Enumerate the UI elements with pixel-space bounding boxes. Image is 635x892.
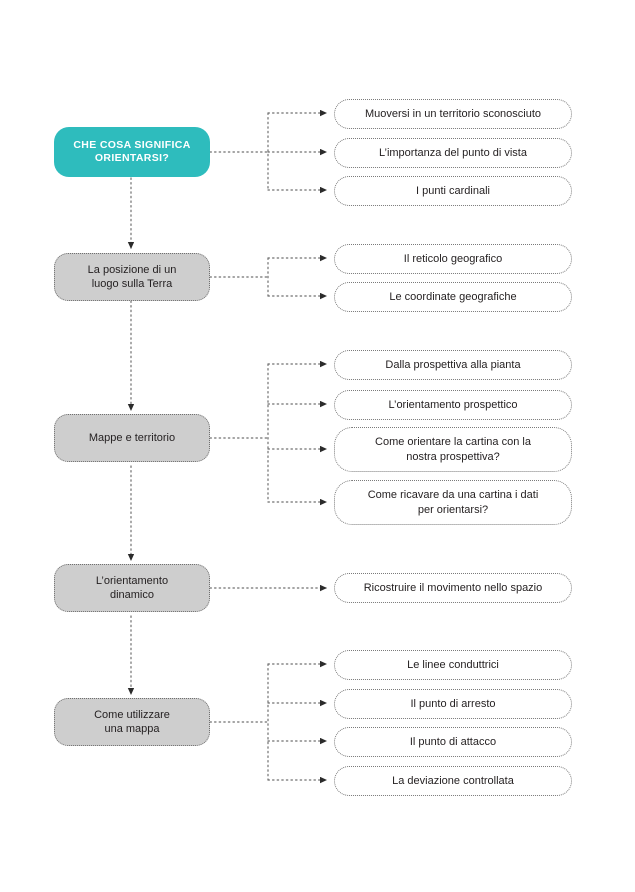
root-node[interactable]: CHE COSA SIGNIFICA ORIENTARSI? [54, 127, 210, 177]
leaf-node-label: La deviazione controllata [392, 774, 514, 787]
leaf-node-label: Come ricavare da una cartina i dati per … [367, 489, 539, 516]
leaf-node-label: L’importanza del punto di vista [379, 146, 527, 159]
leaf-node-label: L’orientamento prospettico [388, 398, 518, 411]
leaf-node[interactable]: Ricostruire il movimento nello spazio [334, 573, 572, 603]
stage-node-label: La posizione di un luogo sulla Terra [87, 263, 177, 290]
leaf-node-label: Ricostruire il movimento nello spazio [363, 581, 543, 594]
leaf-node-label: Muoversi in un territorio sconosciuto [364, 107, 542, 120]
leaf-node[interactable]: Muoversi in un territorio sconosciuto [334, 99, 572, 129]
leaf-node[interactable]: Le linee conduttrici [334, 650, 572, 680]
leaf-node[interactable]: L’orientamento prospettico [334, 390, 572, 420]
leaf-node-label: Il punto di attacco [409, 735, 497, 748]
leaf-node-label: Le linee conduttrici [407, 658, 499, 671]
leaf-node[interactable]: La deviazione controllata [334, 766, 572, 796]
leaf-node[interactable]: I punti cardinali [334, 176, 572, 206]
stage-node[interactable]: Mappe e territorio [54, 414, 210, 462]
leaf-node[interactable]: Le coordinate geografiche [334, 282, 572, 312]
root-node-label: CHE COSA SIGNIFICA ORIENTARSI? [73, 138, 191, 164]
leaf-node[interactable]: Il reticolo geografico [334, 244, 572, 274]
stage-node-label: L’orientamento dinamico [95, 574, 169, 601]
leaf-node[interactable]: Dalla prospettiva alla pianta [334, 350, 572, 380]
stage-node[interactable]: Come utilizzare una mappa [54, 698, 210, 746]
leaf-node-label: Dalla prospettiva alla pianta [385, 358, 521, 371]
leaf-node-label: Il punto di arresto [410, 697, 496, 710]
leaf-node[interactable]: Come ricavare da una cartina i dati per … [334, 480, 572, 525]
leaf-node[interactable]: Come orientare la cartina con la nostra … [334, 427, 572, 472]
leaf-node-label: I punti cardinali [416, 184, 490, 197]
leaf-node[interactable]: Il punto di arresto [334, 689, 572, 719]
leaf-node[interactable]: Il punto di attacco [334, 727, 572, 757]
stage-node-label: Mappe e territorio [88, 431, 176, 444]
stage-node-label: Come utilizzare una mappa [94, 708, 170, 735]
leaf-node-label: Il reticolo geografico [403, 252, 503, 265]
stage-node[interactable]: L’orientamento dinamico [54, 564, 210, 612]
leaf-node-label: Le coordinate geografiche [389, 290, 517, 303]
leaf-node[interactable]: L’importanza del punto di vista [334, 138, 572, 168]
leaf-node-label: Come orientare la cartina con la nostra … [375, 436, 531, 463]
stage-node[interactable]: La posizione di un luogo sulla Terra [54, 253, 210, 301]
